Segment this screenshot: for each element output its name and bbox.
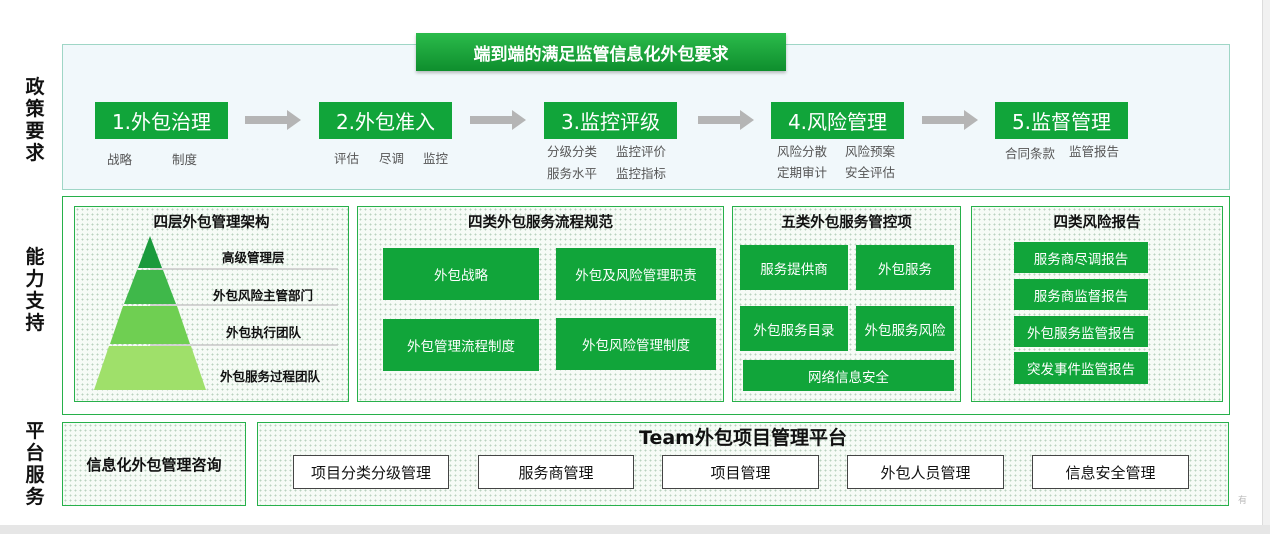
step-sub-label: 风险预案 xyxy=(845,144,896,159)
arrow-right-icon xyxy=(922,110,978,130)
pyramid-layer-top xyxy=(138,236,162,268)
process-item: 外包战略 xyxy=(383,248,539,300)
step-sub-label: 监控指标 xyxy=(616,166,667,181)
step-outsourcing-governance: 1.外包治理 xyxy=(95,102,228,139)
step-sub-label: 战略 xyxy=(107,152,133,167)
step-sub-label: 制度 xyxy=(172,152,198,167)
pyramid-layer-3 xyxy=(110,306,190,344)
control-item: 网络信息安全 xyxy=(743,360,954,391)
side-label-policy: 政策要求 xyxy=(25,76,45,164)
pyramid-layer-bottom xyxy=(94,346,206,390)
platform-title: Team外包项目管理平台 xyxy=(639,427,847,449)
control-panel-title: 五类外包服务管控项 xyxy=(781,215,912,231)
step-sub-label: 评估 xyxy=(334,151,360,166)
consulting-panel xyxy=(62,422,246,506)
report-item: 外包服务监管报告 xyxy=(1014,316,1148,347)
report-item: 服务商尽调报告 xyxy=(1014,242,1148,273)
arrow-right-icon xyxy=(470,110,526,130)
platform-module: 项目管理 xyxy=(662,455,819,489)
platform-module: 服务商管理 xyxy=(478,455,634,489)
pyramid-diagram xyxy=(94,236,338,390)
step-outsourcing-access: 2.外包准入 xyxy=(319,102,452,139)
control-item: 服务提供商 xyxy=(740,245,848,290)
step-sub-label: 安全评估 xyxy=(845,165,896,180)
policy-title-banner: 端到端的满足监管信息化外包要求 xyxy=(416,33,786,71)
arrow-right-icon xyxy=(698,110,754,130)
consulting-label: 信息化外包管理咨询 xyxy=(86,455,222,474)
side-label-platform: 平台服务 xyxy=(25,420,45,508)
platform-module: 信息安全管理 xyxy=(1032,455,1189,489)
control-item: 外包服务风险 xyxy=(856,306,954,351)
process-item: 外包风险管理制度 xyxy=(556,318,716,370)
pyramid-panel-title: 四层外包管理架构 xyxy=(153,215,270,231)
pyramid-layer-2 xyxy=(124,270,176,304)
side-label-capability: 能力支持 xyxy=(25,246,45,334)
step-risk-management: 4.风险管理 xyxy=(771,102,904,139)
step-sub-label: 监控 xyxy=(423,151,449,166)
step-sub-label: 监管报告 xyxy=(1069,144,1120,159)
pyramid-layer-label: 高级管理层 xyxy=(222,250,285,265)
report-item: 突发事件监管报告 xyxy=(1014,352,1148,384)
step-sub-label: 风险分散 xyxy=(777,144,828,159)
reports-panel-title: 四类风险报告 xyxy=(1053,215,1141,231)
pyramid-layer-label: 外包风险主管部门 xyxy=(213,288,314,303)
window-right-edge xyxy=(1262,0,1270,525)
platform-module: 项目分类分级管理 xyxy=(293,455,449,489)
step-sub-label: 监控评价 xyxy=(616,144,667,159)
report-item: 服务商监督报告 xyxy=(1014,279,1148,310)
step-monitoring-rating: 3.监控评级 xyxy=(544,102,677,139)
process-item: 外包管理流程制度 xyxy=(383,319,539,371)
step-sub-label: 服务水平 xyxy=(547,166,598,181)
process-panel-title: 四类外包服务流程规范 xyxy=(468,215,613,231)
arrow-right-icon xyxy=(245,110,301,130)
step-supervision-management: 5.监督管理 xyxy=(995,102,1128,139)
platform-module: 外包人员管理 xyxy=(847,455,1004,489)
pyramid-layer-label: 外包服务过程团队 xyxy=(220,369,321,384)
pyramid-layer-label: 外包执行团队 xyxy=(226,325,302,340)
process-panel xyxy=(357,206,724,402)
step-sub-label: 定期审计 xyxy=(777,165,828,180)
step-sub-label: 合同条款 xyxy=(1005,146,1056,161)
process-item: 外包及风险管理职责 xyxy=(556,248,716,300)
watermark-text: 有 xyxy=(1238,496,1248,506)
control-item: 外包服务 xyxy=(856,245,954,290)
control-item: 外包服务目录 xyxy=(740,306,848,351)
step-sub-label: 分级分类 xyxy=(547,144,598,159)
window-bottom-bar xyxy=(0,525,1270,534)
step-sub-label: 尽调 xyxy=(379,151,405,166)
